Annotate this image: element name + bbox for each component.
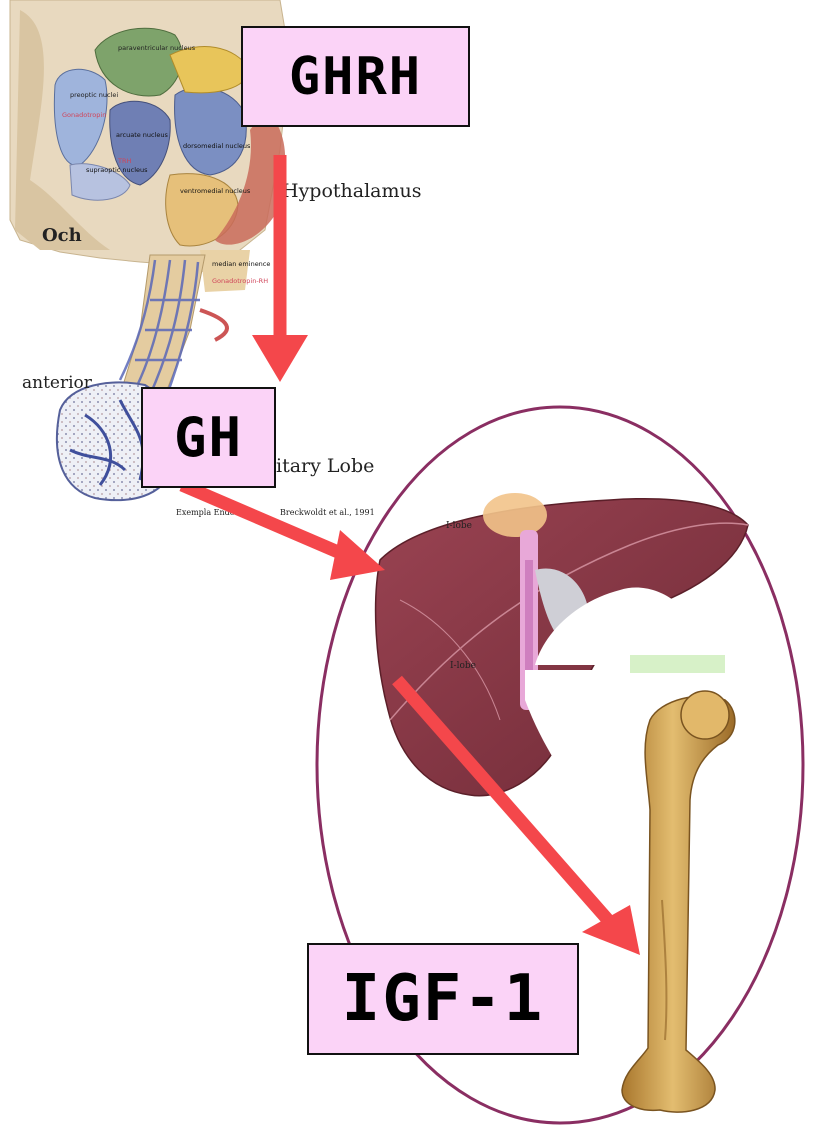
liver-lobe-top-text: I-lobe (446, 521, 472, 531)
arrow-liver-to-bone-head (582, 905, 640, 955)
ventromedial-label: ventromedial nucleus (180, 187, 251, 195)
ghrh-label: GHRH (241, 26, 470, 127)
median-eminence-label: median eminence (212, 260, 270, 268)
arrow-gh-to-liver-head (330, 530, 385, 580)
arcuate-label: arcuate nucleus (116, 131, 169, 139)
citation-right-text: Breckwoldt et al., 1991 (280, 508, 375, 517)
anterior-text: anterior (22, 373, 93, 393)
gh-label-text: GH (174, 406, 243, 469)
arrow-ghrh-to-gh-head (252, 335, 308, 382)
igf1-label: IGF-1 (307, 943, 579, 1055)
ghrh-label-text: GHRH (289, 47, 422, 107)
igf1-label-text: IGF-1 (342, 962, 545, 1036)
gh-label: GH (141, 387, 276, 488)
supraoptic-label: supraoptic nucleus (86, 166, 148, 174)
gonado-rh-tag: Gonadotropin-RH (212, 277, 268, 285)
trh-tag: TRH (117, 157, 131, 165)
arrow-gh-to-liver (182, 485, 352, 558)
femur (622, 696, 735, 1112)
femur-illustration (622, 691, 735, 1112)
gonado-tag: Gonadotropin (62, 111, 106, 119)
dorsomedial-label: dorsomedial nucleus (183, 142, 251, 150)
pituitary-lobe-text: itary Lobe (276, 455, 374, 477)
preoptic-label: preoptic nuclei (70, 91, 118, 99)
hypothalamus-text: Hypothalamus (282, 180, 422, 202)
pituitary-stalk (120, 255, 205, 395)
liver-lobe-left-text: I-lobe (450, 661, 476, 671)
paraventricular-label: paraventricular nucleus (118, 44, 196, 52)
och-text: Och (42, 225, 82, 246)
